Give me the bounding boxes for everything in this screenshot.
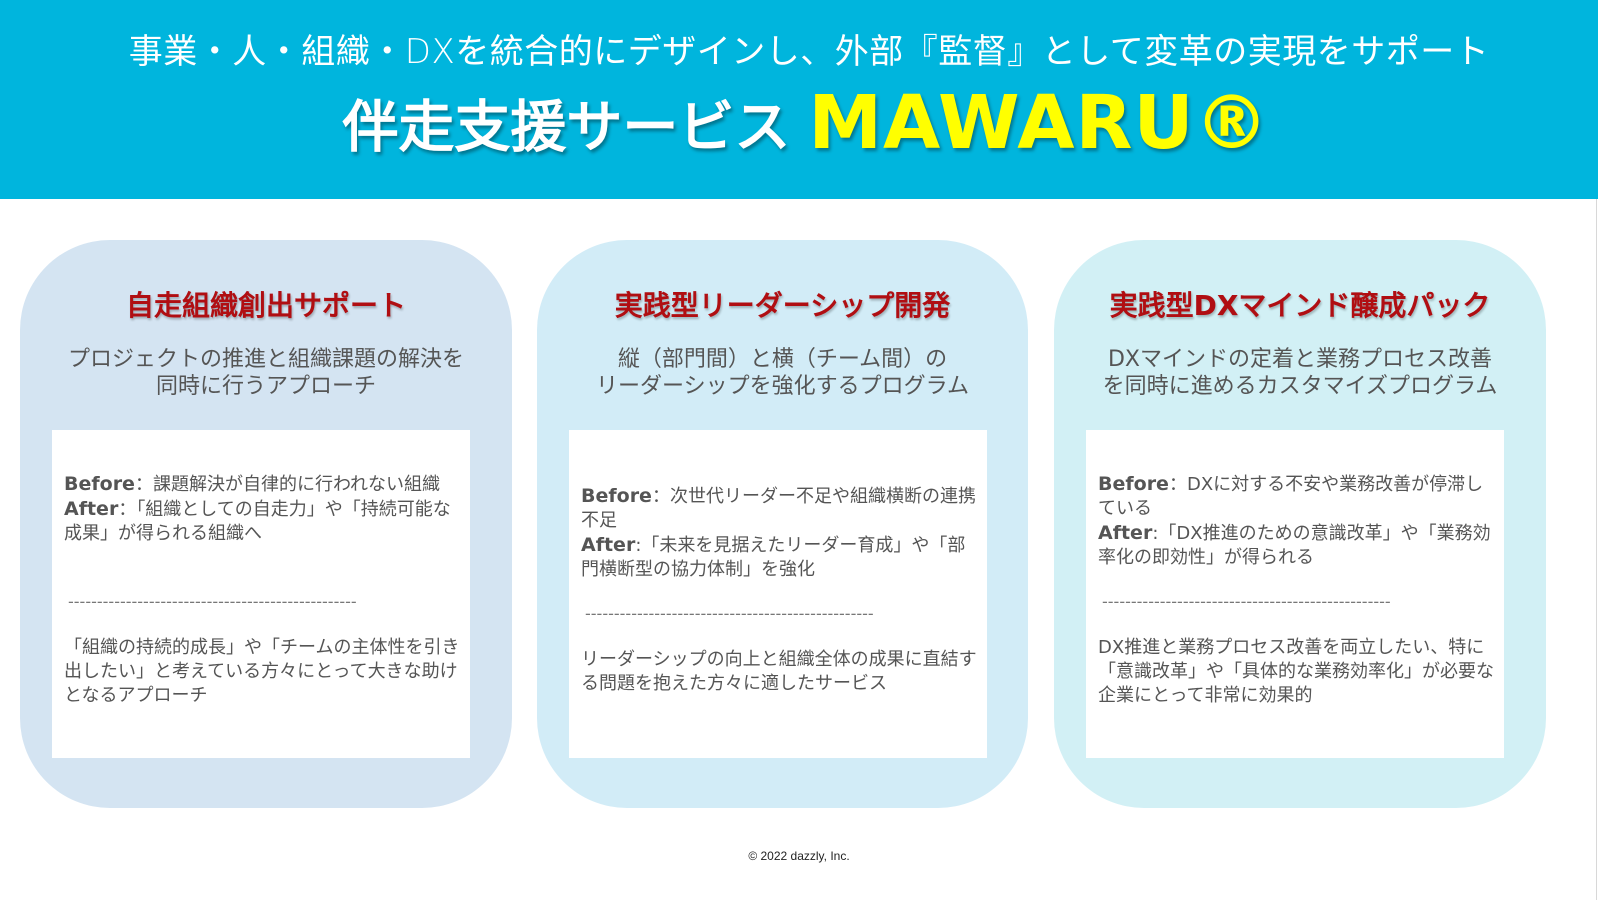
after-line: After:「未来を見据えたリーダー育成」や「部門横断型の協力体制」を強化 [581, 533, 977, 582]
before-label: Before [64, 473, 135, 495]
target-audience-text: リーダーシップの向上と組織全体の成果に直結する問題を抱えた方々に適したサービス [581, 649, 977, 694]
dashed-divider: ----------------------------------------… [1102, 592, 1391, 611]
before-text: 次世代リーダー不足や組織横断の連携不足 [581, 486, 976, 531]
before-after-block: Before：課題解決が自律的に行われない組織 After：「組織としての自走力… [64, 472, 460, 546]
edge-divider [1596, 199, 1597, 900]
card-title: 実践型DXマインド醸成パック [1109, 289, 1491, 322]
copyright-footer: © 2022 dazzly, Inc. [748, 849, 850, 863]
service-card-leadership: 実践型リーダーシップ開発 縦（部門間）と横（チーム間）の リーダーシップを強化す… [537, 240, 1028, 808]
after-text: 「未来を見据えたリーダー育成」や「部門横断型の協力体制」を強化 [581, 535, 966, 580]
before-after-block: Before：次世代リーダー不足や組織横断の連携不足 After:「未来を見据え… [581, 484, 977, 582]
card-subtitle: 縦（部門間）と横（チーム間）の リーダーシップを強化するプログラム [547, 346, 1018, 400]
card-detail-box: Before：DXに対する不安や業務改善が停滞している After:「DX推進の… [1086, 430, 1504, 758]
after-line: After:「DX推進のための意識改革」や「業務効率化の即効性」が得られる [1098, 521, 1494, 570]
after-text: 「組織としての自走力」や「持続可能な成果」が得られる組織へ [64, 499, 451, 544]
card-subtitle-line: 縦（部門間）と横（チーム間）の [617, 347, 948, 372]
card-subtitle-line: を同時に進めるカスタマイズプログラム [1102, 374, 1498, 399]
separator: : [635, 535, 642, 556]
header-banner: 事業・人・組織・DXを統合的にデザインし、外部『監督』として変革の実現をサポート… [0, 0, 1598, 199]
card-subtitle-line: リーダーシップを強化するプログラム [596, 374, 969, 399]
before-line: Before：次世代リーダー不足や組織横断の連携不足 [581, 484, 977, 533]
after-label: After [581, 534, 636, 556]
card-title: 自走組織創出サポート [125, 289, 406, 322]
before-line: Before：DXに対する不安や業務改善が停滞している [1098, 472, 1494, 521]
separator: ： [134, 474, 153, 495]
card-subtitle: DXマインドの定着と業務プロセス改善 を同時に進めるカスタマイズプログラム [1064, 346, 1536, 400]
target-audience-text: DX推進と業務プロセス改善を両立したい、特に「意識改革」や「具体的な業務効率化」… [1098, 637, 1494, 706]
before-text: 課題解決が自律的に行われない組織 [152, 474, 441, 495]
before-after-block: Before：DXに対する不安や業務改善が停滞している After:「DX推進の… [1098, 472, 1494, 570]
before-label: Before [581, 485, 652, 507]
dashed-divider: ----------------------------------------… [585, 604, 874, 623]
service-card-dx-mindset: 実践型DXマインド醸成パック DXマインドの定着と業務プロセス改善 を同時に進め… [1054, 240, 1546, 808]
target-audience-text: 「組織の持続的成長」や「チームの主体性を引き出したい」と考えている方々にとって大… [64, 637, 460, 706]
dashed-divider: ----------------------------------------… [68, 592, 357, 611]
separator: ： [1168, 474, 1187, 495]
card-subtitle: プロジェクトの推進と組織課題の解決を 同時に行うアプローチ [30, 346, 502, 400]
before-text: DXに対する不安や業務改善が停滞している [1098, 474, 1484, 519]
tagline: 事業・人・組織・DXを統合的にデザインし、外部『監督』として変革の実現をサポート [128, 32, 1490, 72]
card-subtitle-line: DXマインドの定着と業務プロセス改善 [1107, 347, 1492, 372]
after-line: After：「組織としての自走力」や「持続可能な成果」が得られる組織へ [64, 497, 460, 546]
after-label: After [64, 498, 119, 520]
after-text: 「DX推進のための意識改革」や「業務効率化の即効性」が得られる [1098, 523, 1491, 568]
page-title: 伴走支援サービス MAWARU® [0, 80, 1598, 166]
card-detail-box: Before：次世代リーダー不足や組織横断の連携不足 After:「未来を見据え… [569, 430, 987, 758]
separator: ： [118, 499, 137, 520]
before-label: Before [1098, 473, 1169, 495]
title-service-name: 伴走支援サービス [342, 95, 791, 161]
before-line: Before：課題解決が自律的に行われない組織 [64, 472, 460, 497]
card-subtitle-line: プロジェクトの推進と組織課題の解決を [67, 347, 464, 372]
title-brand-logo: MAWARU® [808, 80, 1270, 166]
separator: ： [651, 486, 670, 507]
separator: : [1152, 523, 1159, 544]
after-label: After [1098, 522, 1153, 544]
card-subtitle-line: 同時に行うアプローチ [155, 374, 376, 399]
service-card-self-driven-org: 自走組織創出サポート プロジェクトの推進と組織課題の解決を 同時に行うアプローチ… [20, 240, 512, 808]
card-detail-box: Before：課題解決が自律的に行われない組織 After：「組織としての自走力… [52, 430, 470, 758]
card-title: 実践型リーダーシップ開発 [614, 289, 951, 322]
